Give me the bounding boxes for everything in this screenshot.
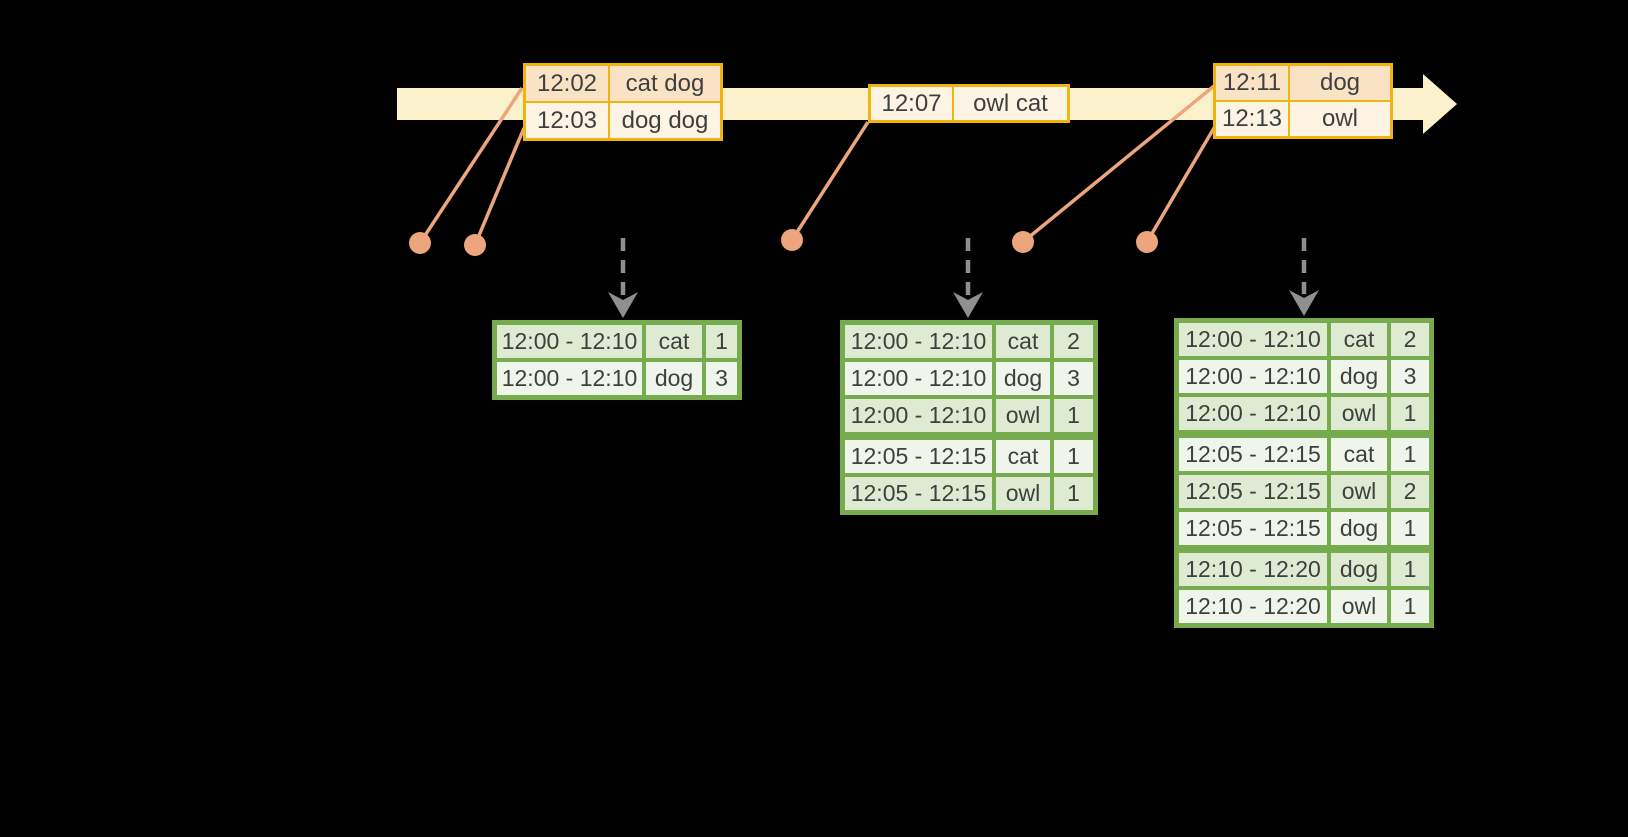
word-cell: dog — [1331, 512, 1387, 545]
event-time-cell: 12:13 — [1216, 102, 1288, 136]
window-cell: 12:00 - 12:10 — [1179, 323, 1327, 356]
word-cell: owl — [996, 399, 1050, 432]
event-time-cell: 12:02 — [526, 66, 608, 101]
word-cell: dog — [646, 362, 702, 395]
word-cell: cat — [1331, 323, 1387, 356]
count-cell: 1 — [1054, 477, 1093, 510]
count-cell: 1 — [1391, 397, 1429, 430]
count-cell: 1 — [1391, 512, 1429, 545]
window-cell: 12:05 - 12:15 — [1179, 438, 1327, 471]
word-cell: owl — [1331, 475, 1387, 508]
word-cell: dog — [1331, 360, 1387, 393]
count-cell: 1 — [706, 325, 737, 358]
count-cell: 2 — [1391, 323, 1429, 356]
count-cell: 1 — [1391, 553, 1429, 586]
window-cell: 12:00 - 12:10 — [845, 325, 992, 358]
connector-line — [1021, 84, 1216, 244]
word-cell: owl — [996, 477, 1050, 510]
connector-line — [418, 87, 524, 244]
event-time-cell: 12:03 — [526, 103, 608, 138]
connector-line — [1145, 127, 1216, 243]
window-cell: 12:05 - 12:15 — [1179, 475, 1327, 508]
event-words-cell: cat dog — [610, 66, 720, 101]
window-cell: 12:00 - 12:10 — [845, 362, 992, 395]
word-cell: dog — [1331, 553, 1387, 586]
event-time-cell: 12:11 — [1216, 66, 1288, 100]
count-cell: 1 — [1391, 438, 1429, 471]
word-cell: owl — [1331, 397, 1387, 430]
trigger-dot — [1136, 231, 1158, 253]
word-cell: cat — [646, 325, 702, 358]
count-cell: 1 — [1391, 590, 1429, 623]
timeline-arrowhead-icon — [1423, 74, 1457, 134]
event-words-cell: dog dog — [610, 103, 720, 138]
event-words-cell: owl — [1290, 102, 1390, 136]
connector-line — [473, 127, 526, 246]
window-cell: 12:10 - 12:20 — [1179, 590, 1327, 623]
window-cell: 12:00 - 12:10 — [1179, 397, 1327, 430]
count-cell: 3 — [1054, 362, 1093, 395]
count-cell: 1 — [1054, 399, 1093, 432]
event-time-cell: 12:07 — [871, 87, 952, 120]
trigger-dot — [781, 229, 803, 251]
trigger-dot — [1012, 231, 1034, 253]
word-cell: cat — [1331, 438, 1387, 471]
window-cell: 12:00 - 12:10 — [497, 362, 642, 395]
window-cell: 12:05 - 12:15 — [1179, 512, 1327, 545]
window-cell: 12:00 - 12:10 — [1179, 360, 1327, 393]
count-cell: 3 — [1391, 360, 1429, 393]
word-cell: cat — [996, 325, 1050, 358]
count-cell: 2 — [1054, 325, 1093, 358]
window-cell: 12:05 - 12:15 — [845, 477, 992, 510]
arrow-down-icon — [953, 292, 983, 318]
arrow-down-icon — [1289, 290, 1319, 316]
word-cell: dog — [996, 362, 1050, 395]
arrow-down-icon — [608, 292, 638, 318]
count-cell: 3 — [706, 362, 737, 395]
word-cell: cat — [996, 440, 1050, 473]
window-cell: 12:00 - 12:10 — [497, 325, 642, 358]
trigger-dot — [409, 232, 431, 254]
window-cell: 12:05 - 12:15 — [845, 440, 992, 473]
connector-line — [790, 121, 870, 241]
window-cell: 12:10 - 12:20 — [1179, 553, 1327, 586]
count-cell: 2 — [1391, 475, 1429, 508]
count-cell: 1 — [1054, 440, 1093, 473]
trigger-dot — [464, 234, 486, 256]
event-words-cell: owl cat — [954, 87, 1067, 120]
window-cell: 12:00 - 12:10 — [845, 399, 992, 432]
event-words-cell: dog — [1290, 66, 1390, 100]
word-cell: owl — [1331, 590, 1387, 623]
